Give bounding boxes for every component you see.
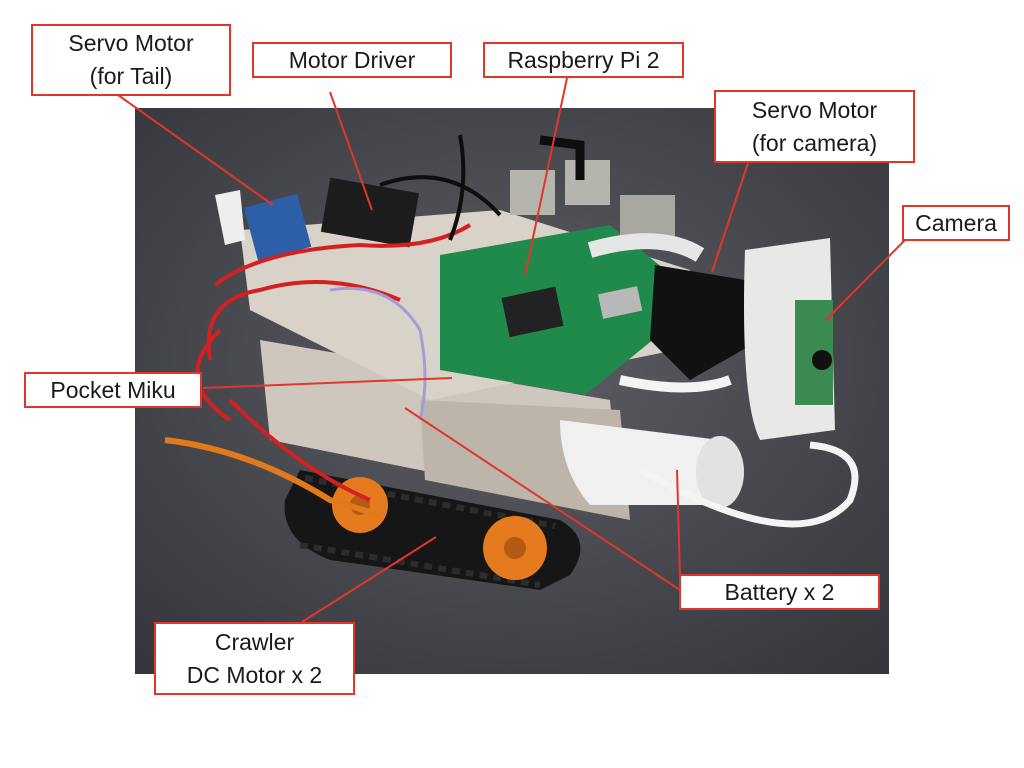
leader-battery-2 (404, 407, 681, 591)
label-servo-camera-line1: Servo Motor (751, 96, 878, 123)
label-raspberry-pi: Raspberry Pi 2 (483, 42, 684, 78)
leader-servo-tail (117, 94, 274, 206)
label-crawler: Crawler DC Motor x 2 (154, 622, 355, 695)
label-camera-line1: Camera (915, 209, 997, 236)
label-servo-camera-line2: (for camera) (751, 129, 878, 156)
label-battery-line1: Battery x 2 (724, 578, 835, 605)
label-motor-driver-line1: Motor Driver (288, 46, 416, 73)
label-servo-tail: Servo Motor (for Tail) (31, 24, 231, 96)
leader-crawler (301, 536, 437, 623)
leader-raspberry-pi (524, 77, 568, 276)
label-servo-tail-line1: Servo Motor (68, 30, 194, 56)
label-crawler-line1: Crawler (214, 628, 295, 655)
label-pocket-miku-line1: Pocket Miku (50, 376, 176, 403)
label-raspberry-pi-line1: Raspberry Pi 2 (507, 46, 660, 73)
leader-battery-1 (676, 469, 681, 578)
leader-servo-camera (711, 162, 749, 273)
label-battery: Battery x 2 (679, 574, 880, 610)
label-pocket-miku: Pocket Miku (24, 372, 202, 408)
label-camera: Camera (902, 205, 1010, 241)
label-servo-camera: Servo Motor (for camera) (714, 90, 915, 163)
label-servo-tail-line2: (for Tail) (89, 63, 173, 89)
label-motor-driver: Motor Driver (252, 42, 452, 78)
label-crawler-line2: DC Motor x 2 (186, 661, 323, 688)
leader-motor-driver (329, 91, 373, 211)
leader-camera (825, 239, 906, 321)
leader-lines (117, 77, 906, 623)
leader-pocket-miku (202, 377, 453, 389)
